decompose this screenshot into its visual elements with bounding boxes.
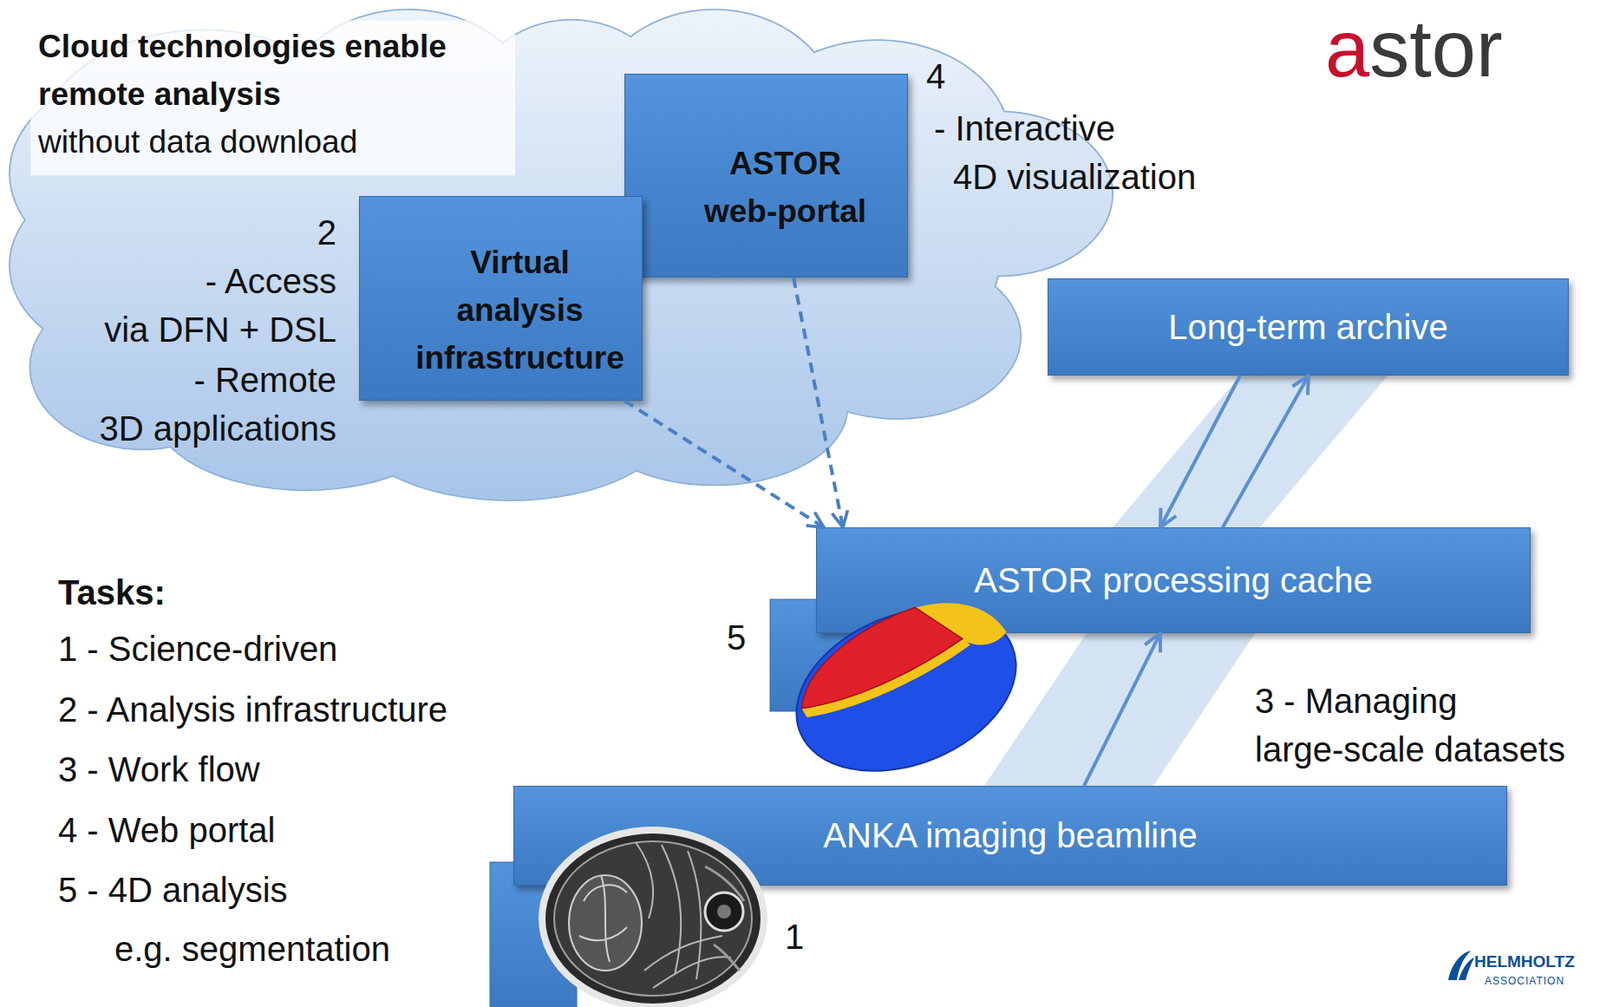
slice-texture xyxy=(579,875,627,962)
box-label: ASTOR web-portal xyxy=(704,139,867,236)
slice-eye xyxy=(717,904,732,919)
slice-tissue xyxy=(554,841,752,996)
annotation: - Access via DFN + DSL xyxy=(104,256,337,354)
portal-box: ASTOR web-portal xyxy=(624,73,908,278)
slice-brain xyxy=(568,875,642,971)
box-label: ANKA imaging beamline xyxy=(822,810,1197,861)
flow-arrow xyxy=(1160,375,1241,528)
annotation: - Interactive 4D visualization xyxy=(933,104,1196,202)
list-item: 3 - Work flow xyxy=(58,744,261,794)
list-item: e.g. segmentation xyxy=(114,924,391,974)
infrastructure-box: Virtual analysis infrastructure xyxy=(359,195,643,401)
flow-arrow xyxy=(1222,375,1309,528)
list-item: 4 - Web portal xyxy=(58,805,276,855)
box-label: ASTOR processing cache xyxy=(973,555,1373,606)
segment-red xyxy=(782,594,967,716)
data-band xyxy=(984,633,1255,786)
callout-number: 4 xyxy=(926,52,946,101)
cloud-fill xyxy=(775,254,1020,418)
list-item: 1 - Science-driven xyxy=(58,624,338,673)
box-label: Virtual analysis infrastructure xyxy=(415,238,625,382)
slice-eye xyxy=(705,892,744,931)
box-label: Long-term archive xyxy=(1168,302,1448,353)
segment-yellow xyxy=(799,636,975,725)
segment-blue xyxy=(771,577,1040,802)
flow-arrow xyxy=(1084,633,1161,786)
slice-tissue xyxy=(545,833,761,1004)
segment-yellow xyxy=(911,579,1009,667)
segmentation-figure xyxy=(771,577,1040,802)
org-name: ASSOCIATION xyxy=(1484,974,1565,987)
slice-texture xyxy=(705,866,745,971)
heading: Cloud technologies enable remote analysi… xyxy=(38,22,1123,118)
cache-box: ASTOR processing cache xyxy=(816,527,1531,634)
list-item: 5 - 4D analysis xyxy=(58,865,288,915)
org-name: HELMHOLTZ xyxy=(1474,952,1575,973)
callout-number: 5 xyxy=(726,613,746,662)
logo-swoosh xyxy=(1448,950,1471,980)
slice-skin xyxy=(538,826,768,1007)
annotation: 3 - Managing large-scale datasets xyxy=(1254,676,1566,774)
logo-text: astor xyxy=(1325,5,1503,93)
callout-number: 1 xyxy=(784,912,804,961)
callout-number: 2 xyxy=(317,208,337,257)
ct-slice xyxy=(538,826,768,1007)
cloud-edge xyxy=(775,254,1020,418)
dashed-arrow xyxy=(624,400,824,528)
slice-texture xyxy=(635,842,732,988)
list-heading: Tasks: xyxy=(58,568,166,617)
logo-swoosh xyxy=(1458,957,1475,980)
beamline-box: ANKA imaging beamline xyxy=(513,785,1508,886)
helmholtz-icon xyxy=(1448,950,1475,980)
dashed-arrow xyxy=(793,277,843,528)
list-item: 2 - Analysis infrastructure xyxy=(58,685,448,734)
data-band xyxy=(1112,375,1388,528)
annotation: - Remote 3D applications xyxy=(99,355,338,453)
archive-box: Long-term archive xyxy=(1047,278,1569,376)
